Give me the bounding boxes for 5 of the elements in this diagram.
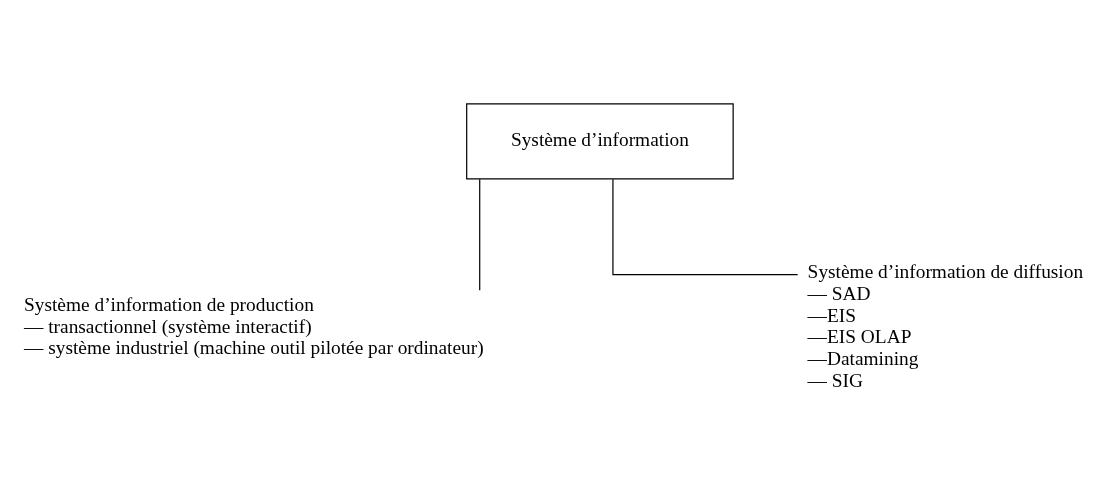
node-text: Système d’information de production — transactionnel (système interactif) — système industriel (machine outil pilotée par ordinateur)	[24, 293, 484, 359]
node-text: Système d’information de diffusion — SAD —EIS —EIS OLAP —Datamining — SIG	[807, 261, 1084, 392]
connector	[479, 178, 481, 291]
node-box: Système d’information	[466, 103, 734, 180]
connector	[612, 178, 799, 276]
